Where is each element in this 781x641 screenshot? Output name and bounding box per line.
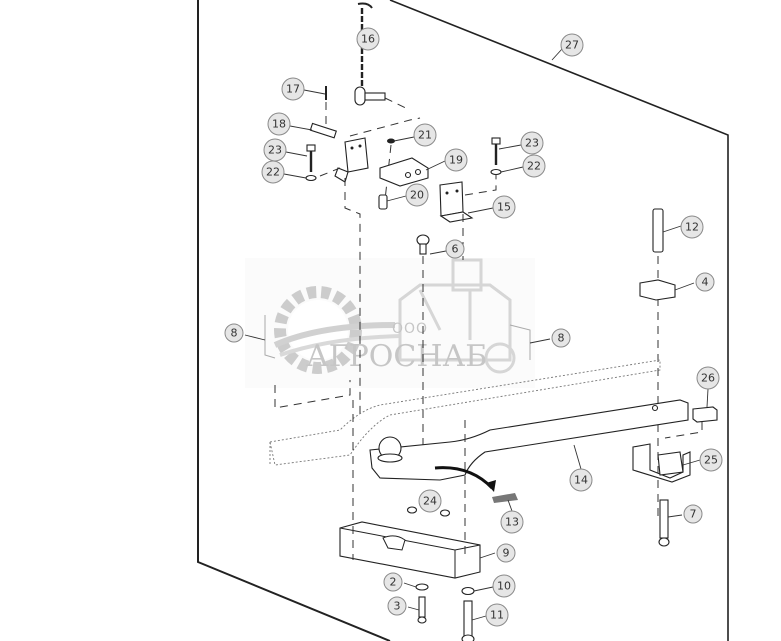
svg-text:2: 2 — [390, 576, 397, 589]
svg-text:24: 24 — [423, 495, 437, 508]
svg-text:15: 15 — [497, 201, 511, 214]
watermark-name: АГРОСНАБ — [306, 339, 487, 374]
svg-text:6: 6 — [452, 243, 459, 256]
combine-harvester-icon — [398, 258, 516, 374]
part-8-plates — [264, 315, 531, 409]
part-22-washer-left — [305, 174, 317, 182]
callout-17: 17 — [281, 77, 305, 101]
leader-lines — [244, 40, 709, 621]
panel-outline — [197, 0, 729, 641]
callouts: 16 27 17 18 21 23 23 19 22 22 20 15 6 12… — [224, 27, 723, 627]
callout-11: 11 — [485, 603, 509, 627]
callout-26: 26 — [696, 366, 720, 390]
svg-text:14: 14 — [574, 474, 588, 487]
ghost-tow-bar — [269, 359, 661, 466]
callout-23-left: 23 — [263, 138, 287, 162]
svg-text:20: 20 — [410, 189, 424, 202]
svg-text:10: 10 — [497, 580, 511, 593]
svg-text:18: 18 — [272, 118, 286, 131]
svg-text:9: 9 — [503, 547, 510, 560]
part-21-nut — [384, 138, 395, 201]
part-14-tow-bar — [369, 399, 689, 492]
callout-7: 7 — [683, 504, 703, 524]
callout-3: 3 — [387, 596, 407, 616]
part-16-latch-rod — [354, 2, 411, 111]
callout-10: 10 — [492, 574, 516, 598]
svg-text:26: 26 — [701, 372, 715, 385]
part-24-nuts — [406, 506, 451, 517]
callout-22-right: 22 — [522, 154, 546, 178]
callout-4: 4 — [695, 272, 715, 292]
svg-text:23: 23 — [268, 144, 282, 157]
callout-19: 19 — [444, 148, 468, 172]
part-19-hook-plate — [379, 157, 429, 187]
part-18-pin — [309, 122, 337, 139]
callout-21: 21 — [413, 123, 437, 147]
callout-8-right: 8 — [551, 328, 571, 348]
svg-text:13: 13 — [505, 516, 519, 529]
svg-text:11: 11 — [490, 609, 504, 622]
svg-text:17: 17 — [286, 83, 300, 96]
callout-12: 12 — [680, 215, 704, 239]
svg-text:27: 27 — [565, 39, 579, 52]
svg-text:7: 7 — [690, 508, 697, 521]
callout-8-left: 8 — [224, 323, 244, 343]
callout-6: 6 — [445, 239, 465, 259]
svg-text:4: 4 — [702, 276, 709, 289]
svg-text:23: 23 — [525, 137, 539, 150]
part-22-washer-right — [490, 168, 502, 176]
svg-text:12: 12 — [685, 221, 699, 234]
part-26-block — [664, 406, 718, 439]
part-13-decal — [492, 493, 518, 503]
callout-20: 20 — [405, 183, 429, 207]
svg-text:21: 21 — [418, 129, 432, 142]
part-15-bracket — [439, 175, 497, 260]
left-bracket — [334, 117, 421, 420]
svg-text:22: 22 — [266, 166, 280, 179]
part-10-washer — [461, 586, 475, 596]
callout-18: 18 — [267, 112, 291, 136]
callout-23-right: 23 — [520, 131, 544, 155]
part-2-washer — [415, 583, 429, 591]
callout-16: 16 — [356, 27, 380, 51]
part-20-bolt — [378, 194, 388, 210]
part-25-bracket — [632, 443, 691, 483]
svg-text:22: 22 — [527, 160, 541, 173]
part-7-bolt — [658, 499, 670, 547]
part-6-bolt — [416, 234, 430, 460]
part-3-bolt — [417, 596, 427, 624]
svg-text:25: 25 — [704, 454, 718, 467]
watermark-logo: ООО АГРОСНАБ — [245, 258, 535, 388]
callout-13: 13 — [500, 510, 524, 534]
svg-text:16: 16 — [361, 33, 375, 46]
watermark-prefix: ООО — [392, 321, 428, 337]
callout-9: 9 — [496, 543, 516, 563]
callout-22-left: 22 — [261, 160, 285, 184]
callout-24: 24 — [418, 489, 442, 513]
part-9-mount-block — [339, 400, 481, 579]
part-23-bolt-right — [490, 137, 502, 176]
part-11-bolt — [461, 600, 475, 641]
callout-25: 25 — [699, 448, 723, 472]
svg-text:8: 8 — [558, 332, 565, 345]
svg-text:8: 8 — [231, 327, 238, 340]
part-4-block — [639, 279, 676, 301]
svg-text:3: 3 — [394, 600, 401, 613]
callout-14: 14 — [569, 468, 593, 492]
callout-2: 2 — [383, 572, 403, 592]
svg-text:19: 19 — [449, 154, 463, 167]
callout-27: 27 — [560, 33, 584, 57]
callout-15: 15 — [492, 195, 516, 219]
